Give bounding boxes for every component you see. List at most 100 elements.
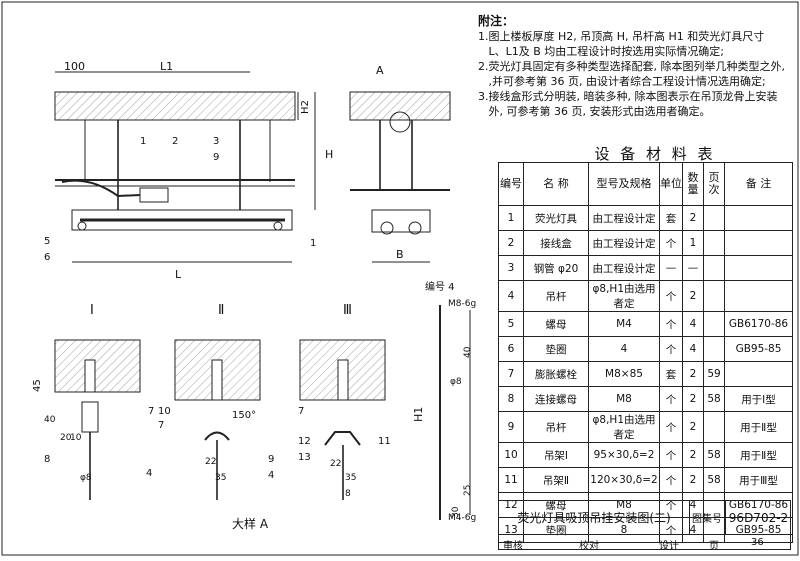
table-cell: 1 [682,230,704,256]
svg-text:4: 4 [268,470,274,481]
table-cell: 钢管 φ20 [523,255,589,281]
svg-text:40: 40 [463,346,473,358]
table-cell: M8×85 [588,361,660,387]
elevation-view: 100 L1 L H H2 1 2 3 9 5 6 1 [44,60,333,281]
dim-H1: H1 [412,407,425,422]
note-line: 2.荧光灯具固定有多种类型选择配套, 除本图列举几种类型之外, [478,60,785,73]
table-cell [724,361,793,387]
table-cell: GB95-85 [724,336,793,362]
atlas-label: 图集号 [689,501,726,534]
notes-block: 附注： 1.图上楼板厚度 H2, 吊顶高 H, 吊杆高 H1 和荧光灯具尺寸 L… [478,14,790,119]
table-cell: 8 [588,517,660,543]
table-cell: 10 [498,442,524,468]
table-cell [724,205,793,231]
table-cell: 9 [498,411,524,443]
table-cell: GB95-85 [724,517,793,543]
svg-text:9: 9 [268,454,274,465]
detail-III: 22 35 8 7 12 13 11 [298,339,391,500]
dim-L1: L1 [160,60,173,73]
ceiling-slab [54,91,296,121]
dim-B: B [396,248,404,261]
svg-text:10: 10 [70,433,82,443]
table-cell: 个 [659,411,683,443]
table-cell [724,280,793,312]
svg-text:22: 22 [330,459,341,469]
table-cell: 个 [659,336,683,362]
table-cell: 个 [659,230,683,256]
table-cell: 个 [659,467,683,493]
svg-text:13: 13 [298,452,311,463]
dim-100: 100 [64,60,85,73]
svg-text:22: 22 [205,457,216,467]
dim-H: H [325,148,333,161]
notes-title: 附注： [478,14,515,28]
table-cell: 58 [703,442,725,468]
drawing-title: 荧光灯具吸顶吊挂安装图(二) [499,501,690,534]
svg-text:8: 8 [44,454,50,465]
table-cell: — [659,255,683,281]
d45: 45 [32,379,43,392]
table-cell: 吊杆 [523,411,589,443]
table-cell: — [682,255,704,281]
table-cell: 95×30,δ=2 [588,442,660,468]
design-label: 设计 [659,541,679,552]
table-cell: 由工程设计定 [588,205,660,231]
table-cell [703,311,725,337]
table-cell: 11 [498,467,524,493]
table-cell [703,336,725,362]
table-cell: 用于Ⅱ型 [724,442,793,468]
table-cell: 荧光灯具 [523,205,589,231]
svg-text:12: 12 [298,436,311,447]
table-cell: 套 [659,361,683,387]
svg-text:35: 35 [345,473,356,483]
svg-text:4: 4 [146,468,152,479]
dim-L: L [175,268,182,281]
table-cell: 1 [498,205,524,231]
table-cell: 2 [682,205,704,231]
table-cell: 用于Ⅲ型 [724,467,793,493]
col-header: 名 称 [523,162,589,206]
svg-text:150°: 150° [232,410,256,421]
callout-1: 1 [310,238,316,249]
svg-text:10: 10 [158,406,171,417]
table-cell [703,230,725,256]
signature-row: 审核 校对 设计 页 36 [499,534,792,552]
table-cell: 6 [498,336,524,362]
atlas-number: 96D702-2 [728,510,789,525]
col-header: 备 注 [724,162,793,206]
table-cell: 3 [498,255,524,281]
svg-text:φ8: φ8 [80,473,92,483]
col-header: 单位 [659,162,683,206]
svg-text:25: 25 [463,485,473,496]
dim-H2: H2 [300,100,311,114]
note-line: 3.接线盒形式分明装, 暗装多种, 除本图表示在吊顶龙骨上安装 [478,90,778,103]
table-cell: 膨胀螺栓 [523,361,589,387]
callout-2: 2 [172,136,178,147]
table-cell: 个 [659,280,683,312]
title-block: 荧光灯具吸顶吊挂安装图(二) 图集号 96D702-2 审核 校对 设计 页 3… [498,500,792,552]
table-cell [703,280,725,312]
col-header: 编号 [498,162,524,206]
table-cell: 垫圈 [523,336,589,362]
table-cell: 58 [703,467,725,493]
svg-text:30: 30 [451,506,461,518]
note-line: ,并可参考第 36 页, 由设计者综合工程设计情况选用确定; [478,75,766,88]
check-label: 校对 [579,541,599,552]
page-label: 页 [709,541,719,552]
table-cell: 4 [588,336,660,362]
table-cell: 由工程设计定 [588,230,660,256]
table-cell: 螺母 [523,492,589,518]
svg-text:20: 20 [60,433,72,443]
detail-I-numeral: Ⅰ [90,303,94,318]
svg-text:35: 35 [215,473,226,483]
table-title: 设 备 材 料 表 [594,145,716,163]
callout-9: 9 [213,152,219,163]
table-cell: 2 [682,411,704,443]
detail-I: 45 40 20 10 φ8 7 8 4 [32,339,154,500]
table-cell: 5 [498,311,524,337]
